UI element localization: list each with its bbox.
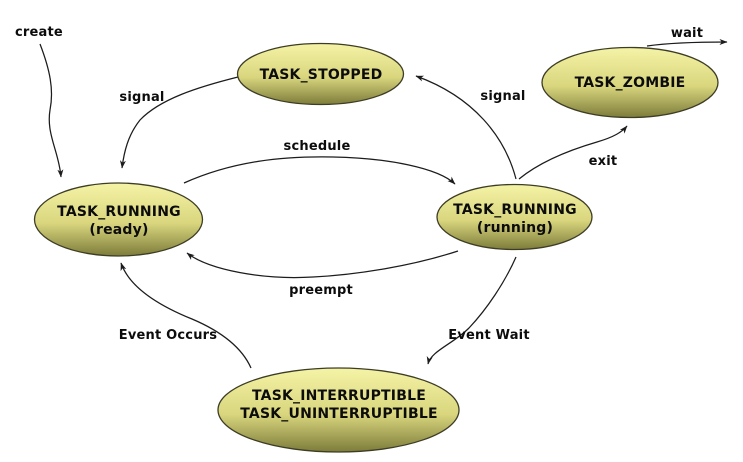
- edge-labels-layer: create signal signal schedule wait exit …: [15, 25, 703, 343]
- node-task-interruptible: TASK_INTERRUPTIBLE TASK_UNINTERRUPTIBLE: [217, 367, 460, 453]
- exit-arrow: [518, 125, 628, 180]
- task-running-ready-sublabel: (ready): [89, 222, 148, 238]
- task-interruptible-ellipse: [217, 367, 460, 453]
- node-task-stopped: TASK_STOPPED: [236, 42, 405, 106]
- signal-stopped-to-ready-arrow: [119, 76, 239, 169]
- event-occurs-label: Event Occurs: [119, 328, 217, 343]
- event-wait-label: Event Wait: [448, 328, 530, 343]
- wait-label: wait: [671, 26, 703, 41]
- task-running-ready-label: TASK_RUNNING: [57, 204, 181, 220]
- task-interruptible-label-line2: TASK_UNINTERRUPTIBLE: [240, 406, 437, 422]
- nodes-layer: TASK_STOPPED TASK_ZOMBIE TASK_RUNNING (r…: [33, 42, 719, 453]
- schedule-label: schedule: [284, 139, 351, 154]
- task-stopped-ellipse: [236, 42, 405, 106]
- node-task-running-ready: TASK_RUNNING (ready): [33, 182, 204, 257]
- preempt-arrow: [186, 250, 459, 279]
- edges-layer: [39, 39, 728, 369]
- signal-left-label: signal: [119, 90, 164, 105]
- task-zombie-ellipse: [541, 46, 719, 119]
- signal-running-to-stopped-arrow: [415, 75, 517, 180]
- create-arrow: [39, 43, 64, 178]
- task-stopped-label: TASK_STOPPED: [260, 67, 383, 83]
- task-interruptible-label-line1: TASK_INTERRUPTIBLE: [252, 388, 426, 404]
- event-occurs-arrow: [120, 262, 252, 369]
- signal-right-label: signal: [480, 89, 525, 104]
- create-label: create: [15, 25, 63, 40]
- event-wait-arrow: [426, 256, 517, 365]
- preempt-label: preempt: [289, 283, 353, 298]
- task-running-running-label: TASK_RUNNING: [453, 202, 577, 218]
- task-running-running-sublabel: (running): [477, 220, 553, 236]
- task-zombie-label: TASK_ZOMBIE: [575, 75, 686, 91]
- schedule-arrow: [183, 156, 456, 185]
- node-task-zombie: TASK_ZOMBIE: [541, 46, 719, 119]
- task-running-running-ellipse: [436, 183, 593, 251]
- wait-arrow: [646, 39, 728, 47]
- exit-label: exit: [589, 154, 618, 169]
- task-running-ready-ellipse: [33, 182, 204, 257]
- node-task-running-running: TASK_RUNNING (running): [436, 183, 593, 251]
